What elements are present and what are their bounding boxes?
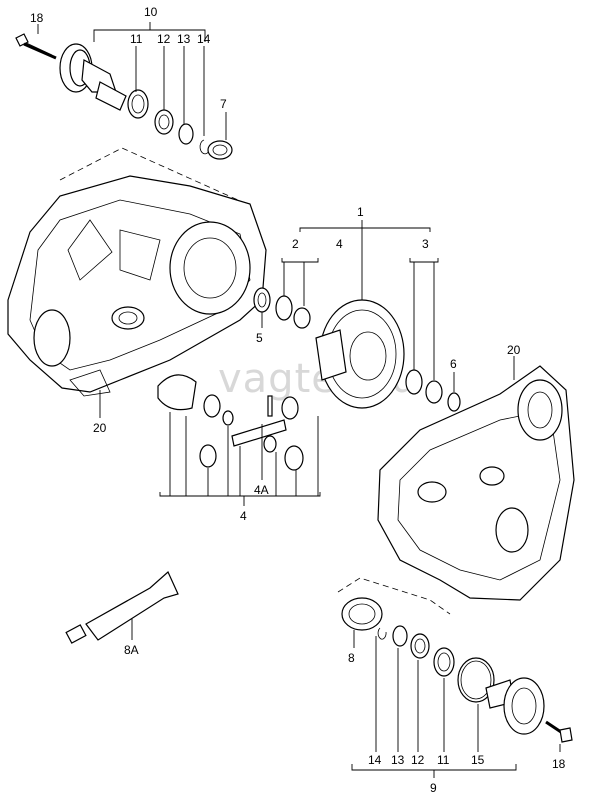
ring-13-top <box>178 123 194 145</box>
flange-shaft-top <box>15 33 233 160</box>
callout-9: 9 <box>430 781 437 795</box>
grease-tube <box>65 571 179 644</box>
callout-4-bottom: 4 <box>240 509 247 523</box>
callout-15: 15 <box>471 753 485 767</box>
callout-3: 3 <box>422 237 429 251</box>
callout-18-bottom: 18 <box>552 757 566 771</box>
callout-18-top: 18 <box>30 11 44 25</box>
ring-12-top <box>154 109 174 135</box>
callout-7: 7 <box>220 97 227 111</box>
bolt-18-bottom <box>559 727 573 743</box>
pin <box>231 419 287 447</box>
shim-8 <box>341 597 383 631</box>
callout-13-top: 13 <box>177 32 191 46</box>
callout-4A: 4A <box>254 483 269 497</box>
callout-12-bottom: 12 <box>411 753 425 767</box>
callout-6: 6 <box>450 357 457 371</box>
ring-13-bottom <box>392 625 408 647</box>
callout-11-bottom: 11 <box>437 753 450 767</box>
shim-7 <box>207 140 233 160</box>
callout-13-bottom: 13 <box>391 753 405 767</box>
ring-12-bottom <box>410 633 430 659</box>
differential-gears <box>157 374 304 471</box>
callout-14-bottom: 14 <box>368 753 382 767</box>
o-ring-15 <box>457 657 495 703</box>
differential-assembly <box>253 287 461 412</box>
callout-2: 2 <box>292 237 299 251</box>
flange-shaft-bottom <box>341 597 573 743</box>
callout-8: 8 <box>348 651 355 665</box>
callout-20-right: 20 <box>507 343 521 357</box>
shim-6 <box>447 392 461 412</box>
bearing-11-top <box>127 89 149 119</box>
callout-8A: 8A <box>124 643 139 657</box>
circlip-14-bottom <box>377 627 387 640</box>
gearbox-housing-left <box>7 147 267 397</box>
callout-12-top: 12 <box>157 32 171 46</box>
callout-14-top: 14 <box>197 32 211 46</box>
diff-case <box>157 374 197 411</box>
bearing-11-bottom <box>433 647 455 677</box>
callout-5: 5 <box>256 331 263 345</box>
callout-20-left: 20 <box>93 421 107 435</box>
callout-4-top: 4 <box>336 237 343 251</box>
callout-1: 1 <box>357 205 364 219</box>
callout-11-top: 11 <box>130 32 143 46</box>
callout-10: 10 <box>144 5 158 19</box>
seal-5 <box>253 287 271 313</box>
gearbox-housing-right <box>337 365 575 615</box>
